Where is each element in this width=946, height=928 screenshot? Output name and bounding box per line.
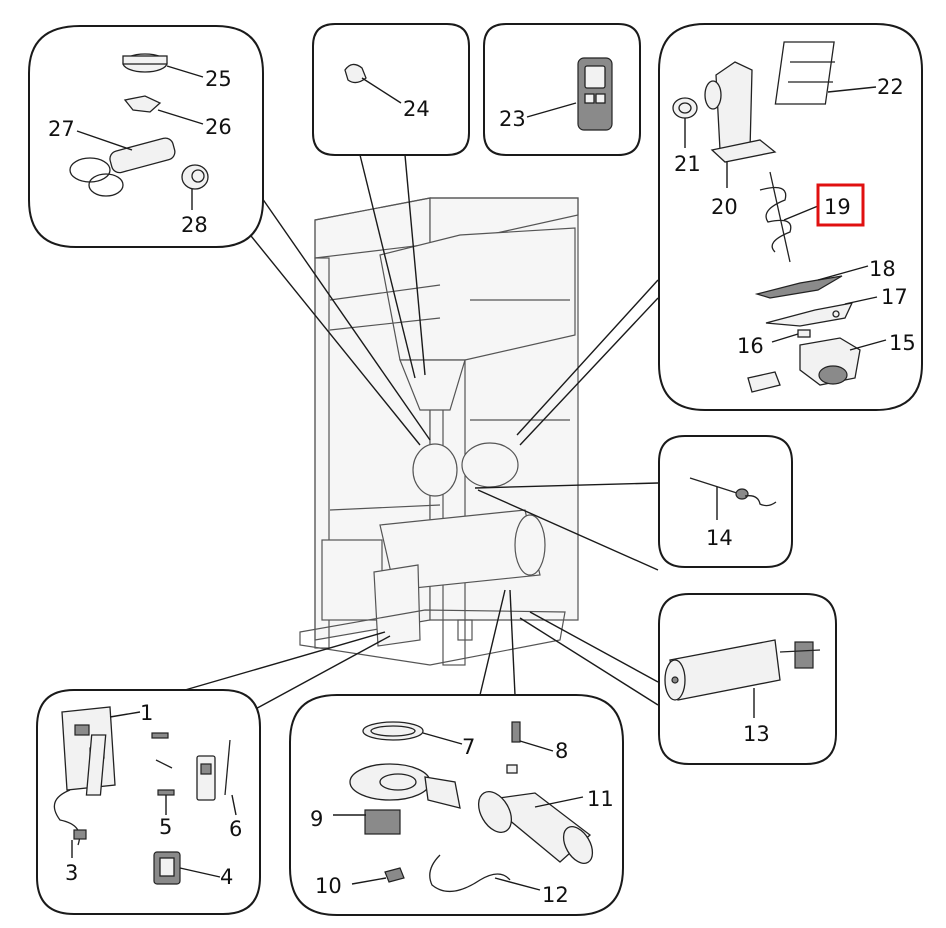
callout-box-25-28: 25 26 27 28 xyxy=(28,25,264,248)
label-part-19: 19 xyxy=(824,195,851,219)
label-part-18: 18 xyxy=(869,257,896,281)
stove-frame xyxy=(299,197,579,666)
callout-box-23: 23 xyxy=(483,23,641,156)
label-part-16: 16 xyxy=(737,334,764,358)
part-22-grid-icon xyxy=(774,41,835,105)
part-8-sensor-icon xyxy=(511,721,521,743)
part-27-pipe-icon xyxy=(109,137,176,174)
callout-box-13: 13 xyxy=(658,593,837,765)
part-10-connector-icon xyxy=(384,867,405,883)
callout-box-24: 24 xyxy=(312,23,470,156)
part-24-clip-icon xyxy=(344,63,367,84)
label-part-12: 12 xyxy=(542,883,569,907)
leader-lines xyxy=(184,154,659,713)
part-26-clip-icon xyxy=(123,95,162,113)
part-12-cable-icon xyxy=(429,854,511,892)
label-part-3: 3 xyxy=(65,861,78,885)
label-part-11: 11 xyxy=(587,787,614,811)
label-part-21: 21 xyxy=(674,152,701,176)
label-part-20: 20 xyxy=(711,195,738,219)
label-part-25: 25 xyxy=(205,67,232,91)
part-6-receiver-icon xyxy=(196,755,216,801)
label-part-28: 28 xyxy=(181,213,208,237)
label-part-15: 15 xyxy=(889,331,916,355)
label-part-22: 22 xyxy=(877,75,904,99)
callout-box-15-22: 22 20 21 19 18 17 16 xyxy=(658,23,923,411)
part-7-gasket-icon xyxy=(362,721,424,741)
label-part-4: 4 xyxy=(220,865,233,889)
part-19-auger-icon xyxy=(759,171,792,263)
part-14-probe-icon xyxy=(689,477,741,495)
label-part-10: 10 xyxy=(315,874,342,898)
label-part-14: 14 xyxy=(706,526,733,550)
part-18-gasket-icon xyxy=(754,275,843,299)
highlight-part-19 xyxy=(816,183,865,227)
part-11-pipe-icon xyxy=(483,792,592,863)
label-part-6: 6 xyxy=(229,817,242,841)
label-part-1: 1 xyxy=(140,701,153,725)
label-part-27: 27 xyxy=(48,117,75,141)
part-17-plate-icon xyxy=(765,302,854,327)
label-part-5: 5 xyxy=(159,815,172,839)
label-part-8: 8 xyxy=(555,739,568,763)
callout-box-7-12: 7 8 9 11 10 12 xyxy=(289,694,624,916)
part-5-ribbon-cable-icon xyxy=(85,732,175,796)
label-part-9: 9 xyxy=(310,807,323,831)
label-part-23: 23 xyxy=(499,107,526,131)
label-part-26: 26 xyxy=(205,115,232,139)
part-16-key-icon xyxy=(797,329,811,338)
callout-box-14: 14 xyxy=(658,435,793,568)
label-part-13: 13 xyxy=(743,722,770,746)
label-part-7: 7 xyxy=(462,735,475,759)
part-21-ring-icon xyxy=(672,97,698,119)
part-20-housing-icon xyxy=(715,61,753,151)
label-part-24: 24 xyxy=(403,97,430,121)
part-9-fan-icon xyxy=(349,763,431,801)
callout-box-1-6: 1 3 4 5 6 xyxy=(36,689,261,915)
label-part-17: 17 xyxy=(881,285,908,309)
